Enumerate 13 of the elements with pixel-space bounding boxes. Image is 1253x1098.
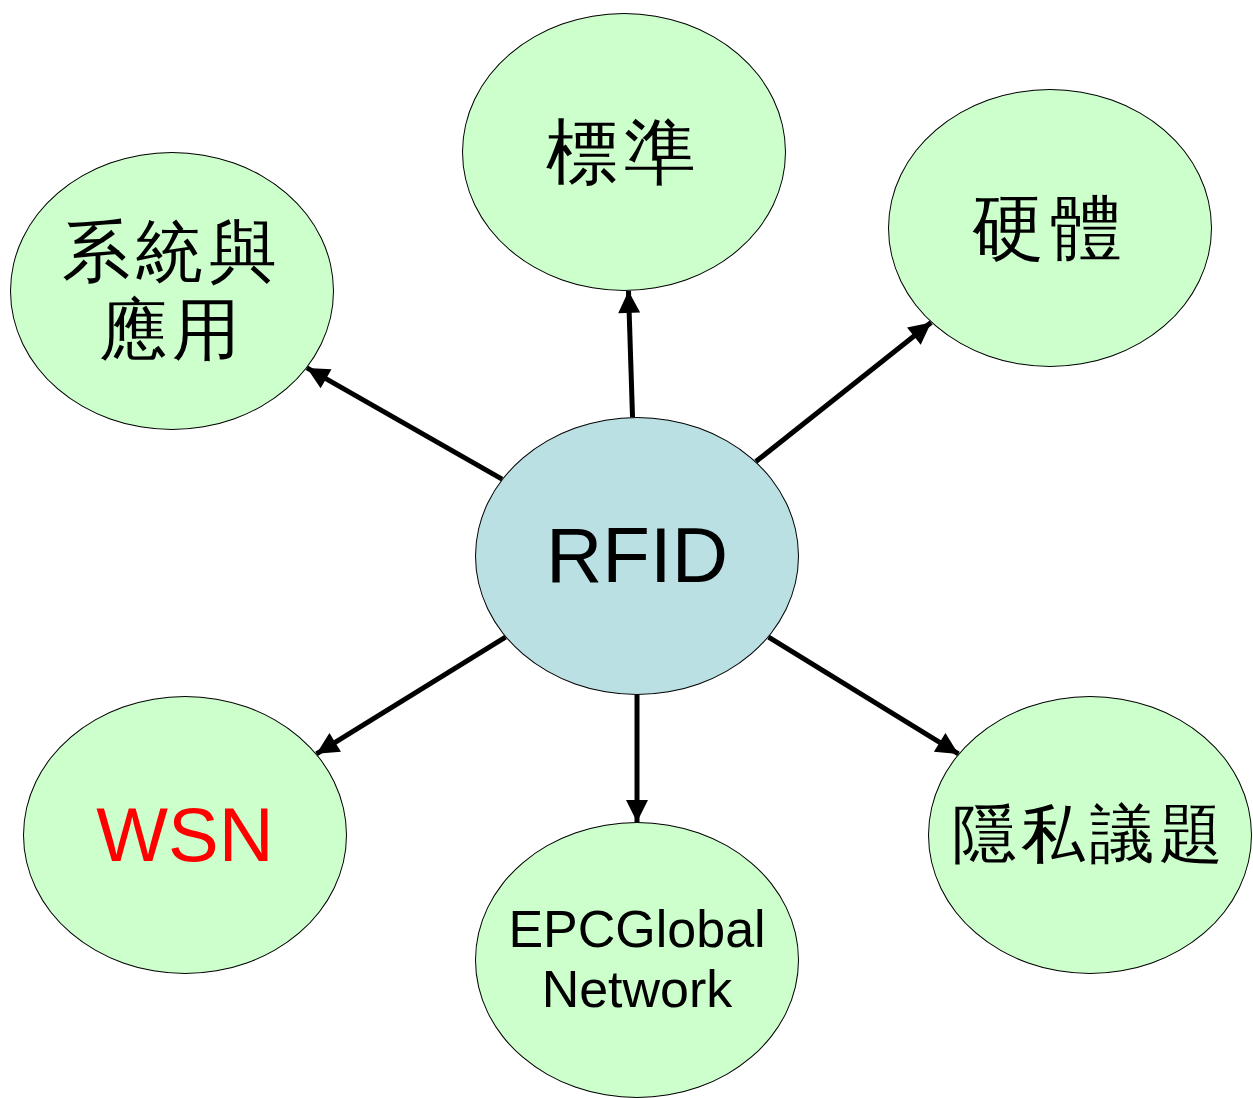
topic-label: 系統與應用 <box>60 212 284 370</box>
arrow <box>305 365 504 482</box>
topic-label: EPCGlobal Network <box>507 900 767 1020</box>
topic-label: 標準 <box>546 110 702 194</box>
arrow <box>754 320 933 464</box>
arrow <box>315 635 507 756</box>
arrow <box>767 634 960 757</box>
topic-label: 硬體 <box>972 186 1128 270</box>
topic-label: RFID <box>546 511 728 601</box>
arrow <box>626 695 648 822</box>
topic-label: 隱私議題 <box>951 798 1229 872</box>
arrow <box>618 290 641 418</box>
topic-label: WSN <box>96 791 274 879</box>
